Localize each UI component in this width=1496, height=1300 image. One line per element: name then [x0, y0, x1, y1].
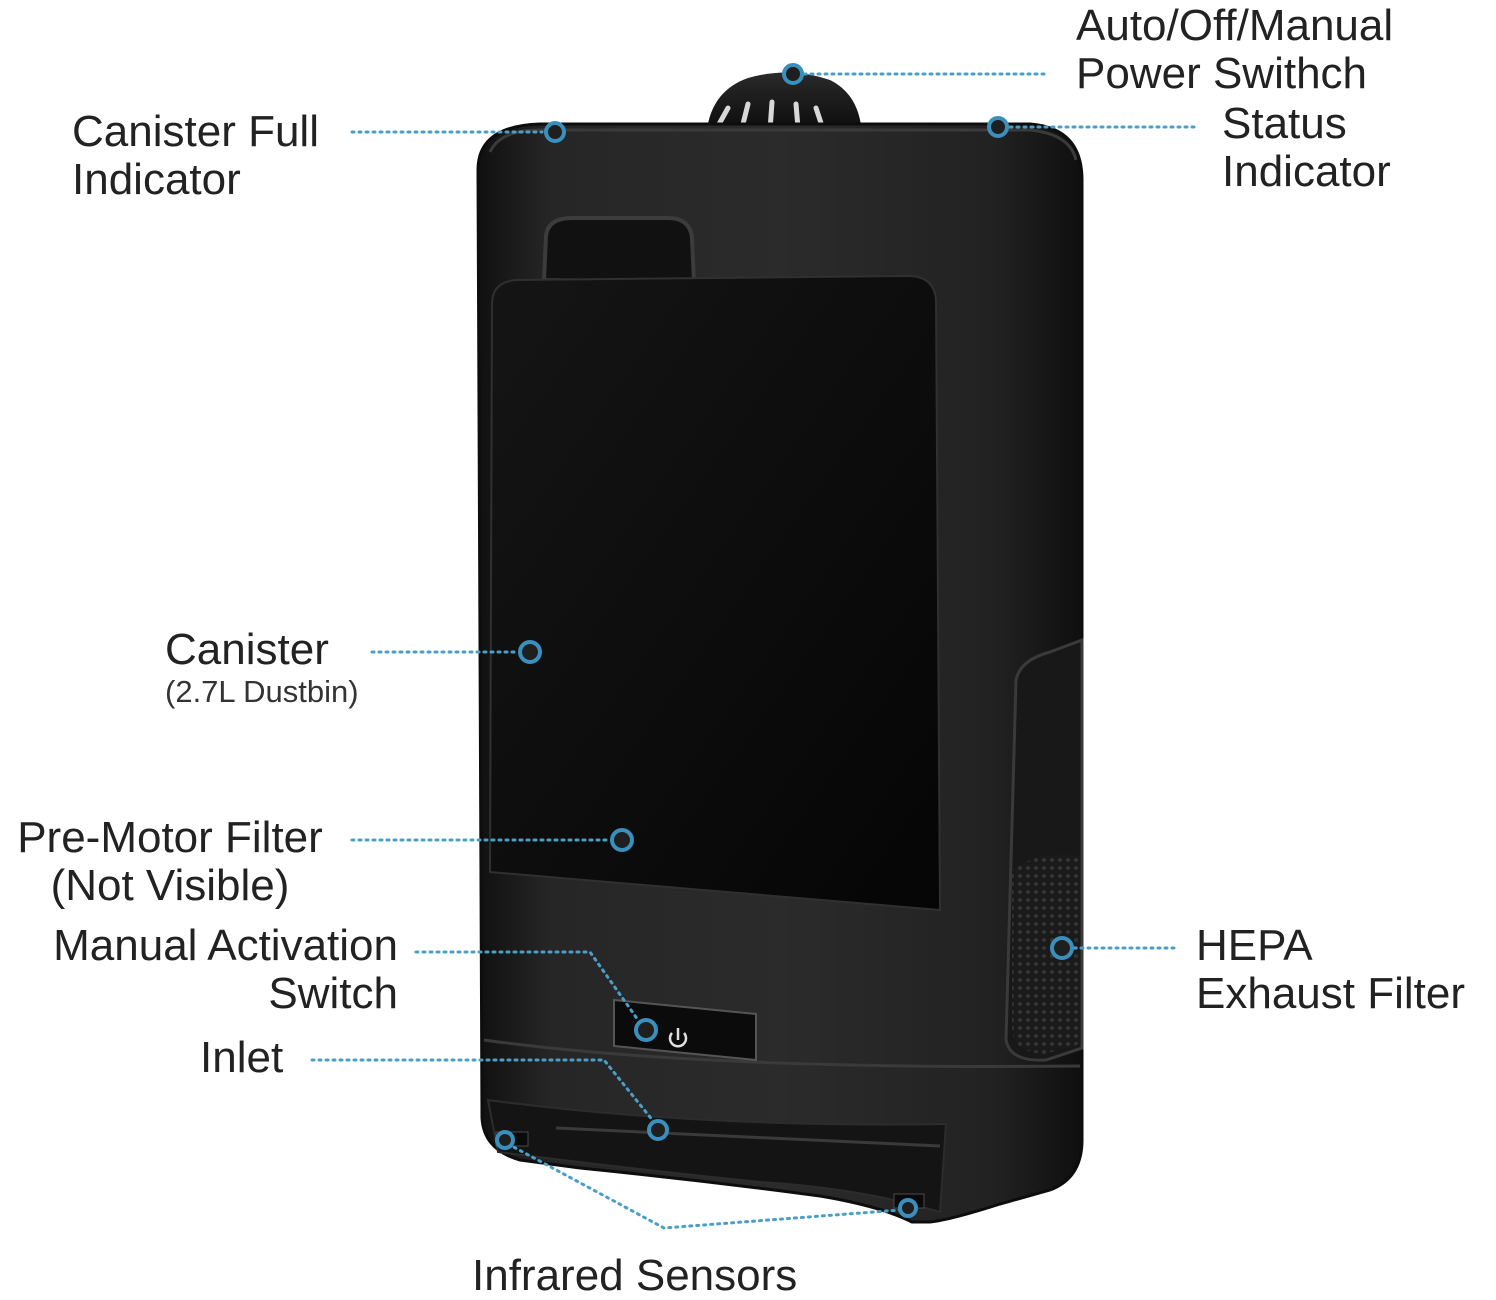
label-infrared-sensors: Infrared Sensors — [472, 1252, 797, 1300]
leader-lines — [310, 72, 1200, 1230]
label-power-switch-line2: Power Swithch — [1076, 49, 1368, 98]
label-infrared-sensors-line1: Infrared Sensors — [472, 1251, 798, 1300]
circle-marker-icons — [495, 63, 1074, 1218]
label-hepa-filter-line1: HEPA — [1196, 921, 1313, 970]
manual-activation-switch — [613, 998, 757, 1062]
body-lower-seam — [483, 1038, 1081, 1068]
label-canister-line1: Canister — [165, 625, 329, 674]
label-power-switch-line1: Auto/Off/Manual — [1076, 1, 1394, 50]
label-canister-line2: (2.7L Dustbin) — [165, 674, 359, 709]
label-pre-motor-filter-line2: (Not Visible) — [50, 861, 290, 910]
label-canister-full-line1: Canister Full — [72, 107, 319, 156]
marker-pre-motor — [610, 828, 634, 852]
label-status-line1: Status — [1222, 99, 1347, 148]
canister-handle — [541, 216, 697, 285]
marker-infrared-left — [495, 1130, 515, 1150]
marker-canister-full — [544, 121, 566, 143]
label-inlet: Inlet — [200, 1034, 283, 1082]
label-manual-activation: Manual Activation Switch — [10, 922, 398, 1018]
canister-panel — [488, 274, 942, 912]
power-icon — [668, 1028, 688, 1048]
marker-hepa — [1050, 936, 1074, 960]
label-hepa-filter: HEPA Exhaust Filter — [1196, 922, 1465, 1018]
label-status-line2: Indicator — [1222, 147, 1391, 196]
marker-manual-activation — [634, 1018, 658, 1042]
marker-infrared-right — [898, 1198, 918, 1218]
marker-inlet — [647, 1119, 669, 1141]
label-hepa-filter-line2: Exhaust Filter — [1196, 969, 1465, 1018]
marker-power-switch — [782, 63, 804, 85]
label-pre-motor-filter: Pre-Motor Filter (Not Visible) — [0, 814, 340, 910]
label-manual-activation-line1: Manual Activation — [53, 921, 398, 970]
hepa-mesh — [1012, 854, 1080, 1054]
marker-canister — [518, 640, 542, 664]
label-canister-full-line2: Indicator — [72, 155, 241, 204]
label-canister-full: Canister Full Indicator — [72, 108, 319, 204]
label-status: Status Indicator — [1222, 100, 1391, 196]
label-manual-activation-line2: Switch — [268, 969, 398, 1018]
marker-status — [987, 116, 1009, 138]
label-power-switch: Auto/Off/Manual Power Swithch — [1076, 2, 1393, 98]
label-pre-motor-filter-line1: Pre-Motor Filter — [17, 813, 323, 862]
label-canister: Canister (2.7L Dustbin) — [165, 626, 359, 710]
label-inlet-line1: Inlet — [200, 1033, 284, 1082]
